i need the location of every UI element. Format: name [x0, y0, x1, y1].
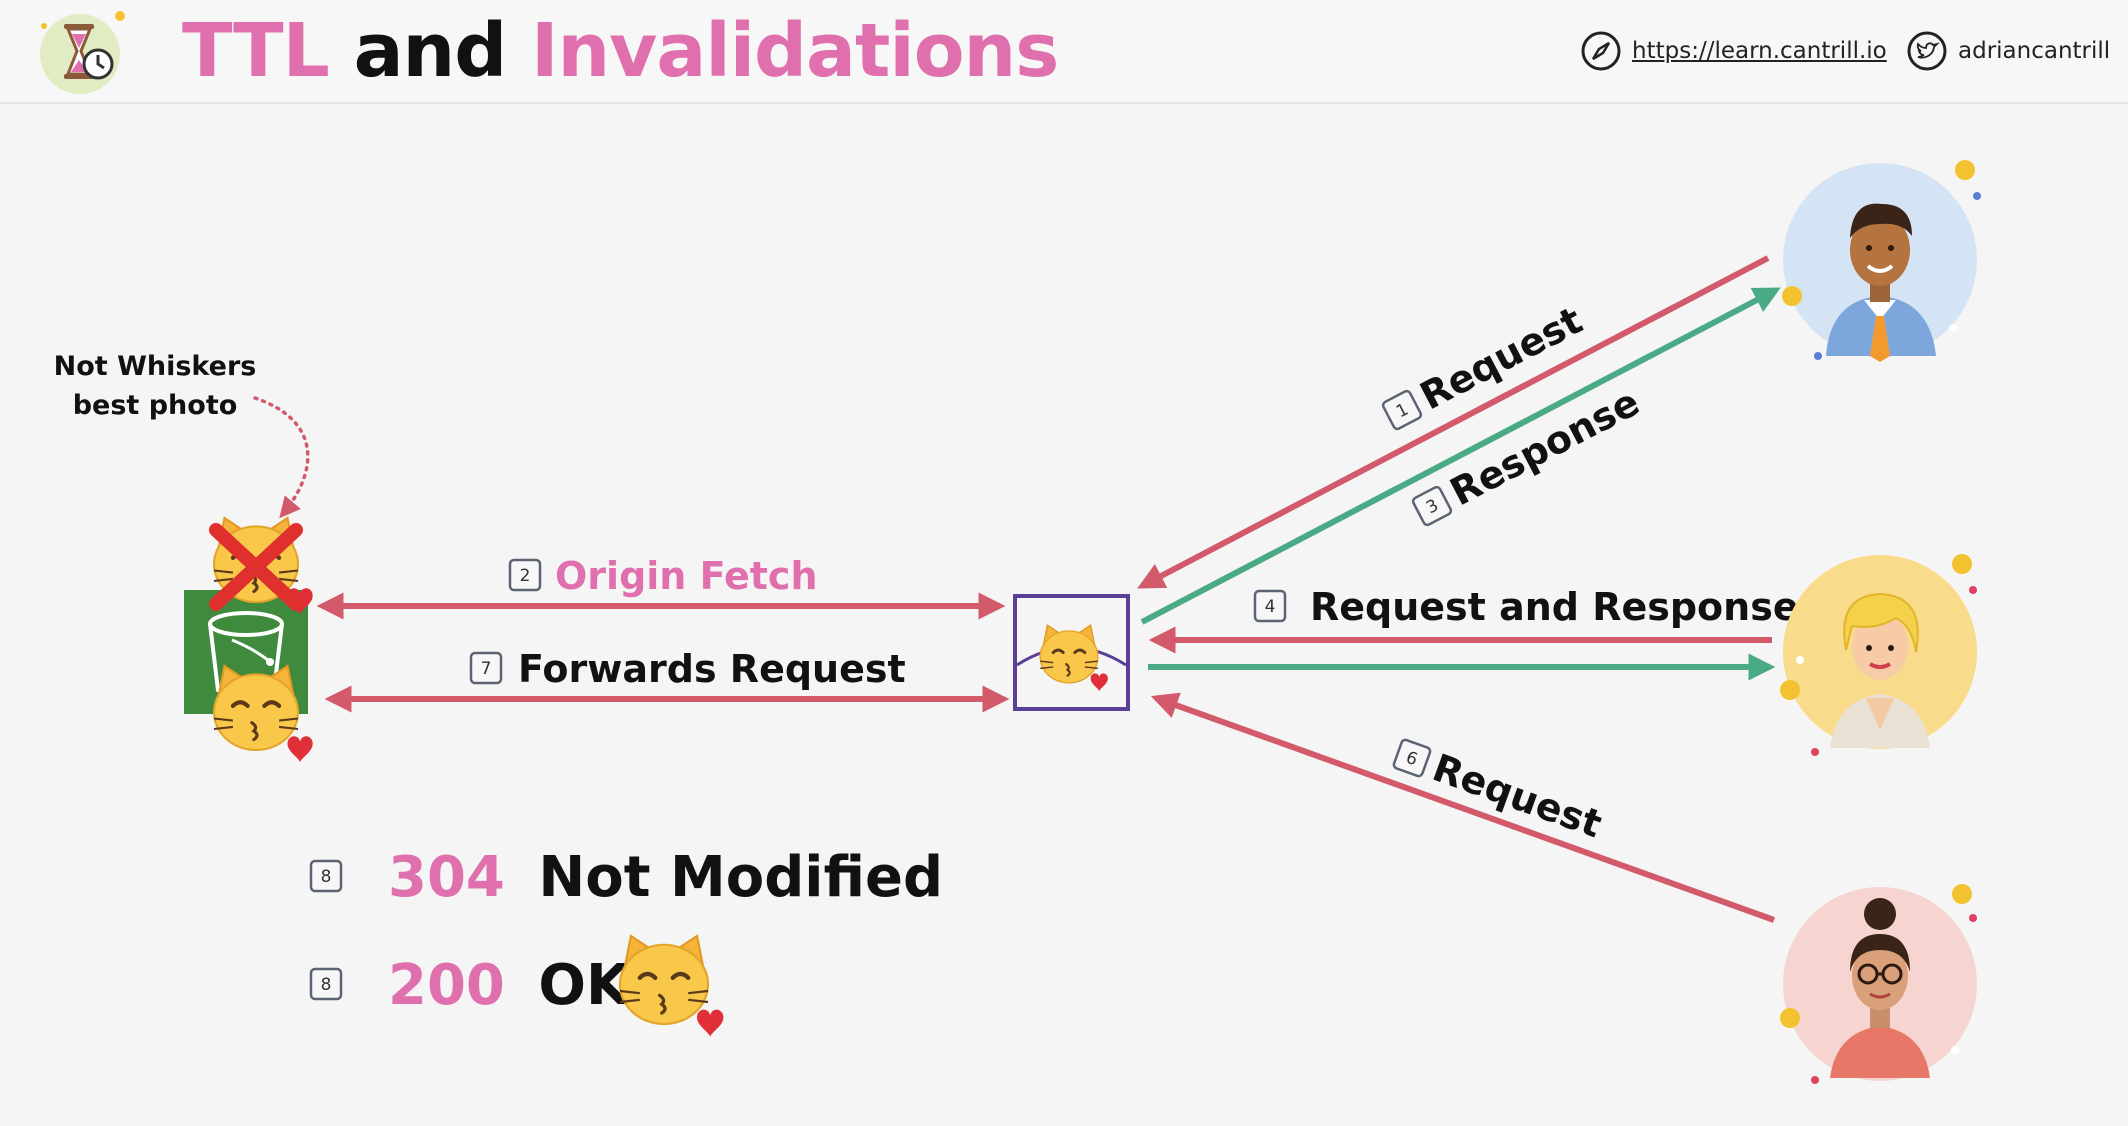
step-badge-4: 4: [1253, 589, 1287, 623]
title-invalidations: Invalidations: [530, 8, 1059, 94]
step-number: 7: [481, 659, 492, 679]
request-6-label: Request: [1427, 745, 1607, 846]
step-badge-8: 8: [309, 967, 343, 1001]
annotation-dotted-arrow: [253, 396, 310, 519]
twitter-link[interactable]: adriancantrill: [1906, 28, 2110, 74]
edge-location-box: [1013, 594, 1130, 711]
request-6-arrow: [1150, 692, 1776, 923]
website-link[interactable]: https://learn.cantrill.io: [1580, 28, 1887, 74]
annotation-line-1: Not Whiskers: [54, 351, 257, 382]
result-304-text: 304 Not Modified: [388, 845, 943, 910]
step-badge-7: 7: [469, 651, 503, 685]
slide-header: TTL and Invalidations https://learn.cant…: [0, 0, 2128, 104]
response-3-arrow: [1140, 287, 1781, 625]
status-text-ok: OK: [538, 953, 632, 1018]
twitter-bird-icon: [1907, 31, 1947, 71]
step-number: 2: [520, 566, 531, 586]
user-avatar-3: [1780, 884, 1977, 1084]
user-avatar-1: [1782, 160, 1981, 362]
request-6-label-group: 6 Request: [1391, 737, 1607, 846]
user-avatar-2: [1780, 554, 1977, 756]
step-number: 4: [1265, 597, 1276, 617]
forwards-request-label: Forwards Request: [518, 647, 906, 691]
status-text-not-modified: Not Modified: [538, 845, 943, 910]
hourglass-logo-icon: [40, 11, 125, 94]
twitter-handle: adriancantrill: [1958, 38, 2111, 64]
rejected-cross-icon: [209, 523, 303, 611]
step-badge-8: 8: [309, 859, 343, 893]
result-200-text: 200 OK: [388, 953, 632, 1018]
status-code-304: 304: [388, 845, 505, 910]
request-and-response-label: Request and Response: [1310, 585, 1799, 629]
compass-icon: [1581, 31, 1621, 71]
result-200-row: 8 200 OK: [309, 936, 723, 1037]
slide-title: TTL and Invalidations: [182, 6, 1059, 96]
request-1-arrow: [1137, 255, 1770, 589]
step-number: 8: [321, 975, 332, 995]
result-304-row: 8 304 Not Modified: [309, 845, 943, 910]
step-number: 8: [321, 867, 332, 887]
origin-fetch-label: Origin Fetch: [555, 554, 818, 598]
title-and: and: [353, 8, 508, 94]
new-cat-photo-icon: [620, 936, 723, 1037]
step-badge-2: 2: [508, 558, 542, 592]
title-ttl: TTL: [182, 8, 330, 94]
status-code-200: 200: [388, 953, 505, 1018]
annotation-line-2: best photo: [73, 390, 238, 421]
website-url[interactable]: https://learn.cantrill.io: [1632, 38, 1887, 64]
